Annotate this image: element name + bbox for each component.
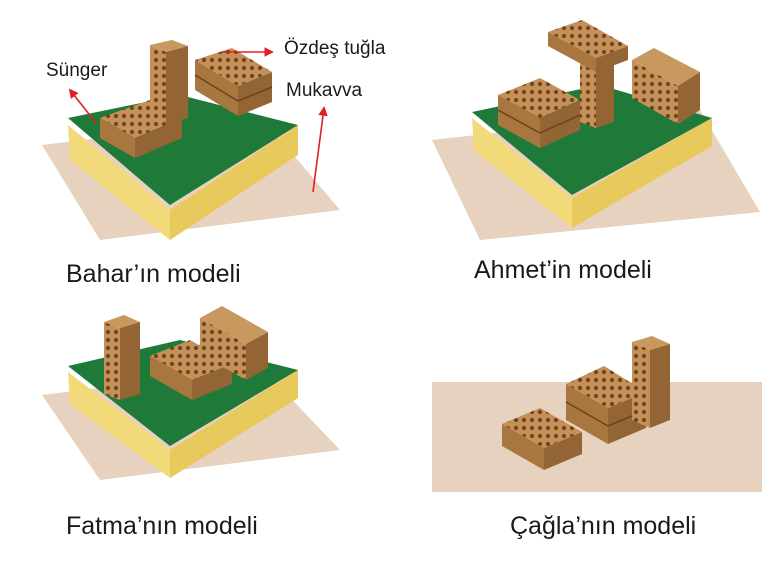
brick (100, 118, 135, 158)
sponge-front (68, 372, 170, 478)
brick (104, 315, 140, 328)
model-cagla (432, 336, 762, 492)
caption-cagla: Çağla’nın modeli (510, 512, 697, 540)
brick (580, 62, 596, 128)
caption-bahar: Bahar’ın modeli (66, 260, 241, 288)
sponge-side (572, 118, 712, 228)
callout-cardboard: Mukavva (286, 80, 363, 101)
brick (200, 318, 246, 380)
brick (596, 64, 614, 128)
brick (195, 48, 272, 86)
brick (150, 356, 192, 400)
sponge-front (68, 125, 170, 240)
brick-joint (497, 109, 541, 134)
brick (104, 322, 120, 400)
brick (135, 118, 182, 158)
model-ahmet (432, 20, 760, 240)
brick (246, 332, 268, 380)
brick (502, 424, 544, 470)
brick (166, 46, 188, 125)
brick (632, 336, 670, 350)
arrow-sponge (68, 88, 97, 124)
brick (596, 46, 628, 72)
brick-joint (539, 114, 581, 134)
brick (150, 45, 166, 125)
brick-joint (194, 74, 239, 102)
brick (498, 78, 580, 118)
brick (566, 366, 646, 408)
brick (192, 364, 232, 400)
sponge-front (472, 118, 572, 228)
brick (502, 408, 582, 448)
sponge-side (170, 370, 298, 478)
brick (548, 20, 628, 58)
brick (120, 322, 140, 400)
callout-identical-brick: Özdeş tuğla (284, 38, 386, 59)
brick (548, 32, 596, 72)
brick (632, 342, 650, 428)
brick (200, 306, 268, 344)
caption-fatma: Fatma’nın modeli (66, 512, 258, 540)
caption-ahmet: Ahmet’in modeli (474, 256, 652, 284)
brick-joint (565, 401, 609, 427)
brick (544, 432, 582, 470)
brick (632, 60, 678, 124)
model-bahar (42, 40, 340, 240)
model-fatma (42, 306, 340, 480)
brick (150, 40, 188, 52)
brick (632, 48, 700, 86)
brick (678, 72, 700, 124)
sponge-side (170, 125, 298, 240)
brick-joint (237, 86, 273, 102)
callout-sponge: Sünger (46, 60, 108, 81)
brick (650, 344, 670, 428)
brick (150, 340, 232, 380)
arrow-cardboard (312, 106, 328, 193)
